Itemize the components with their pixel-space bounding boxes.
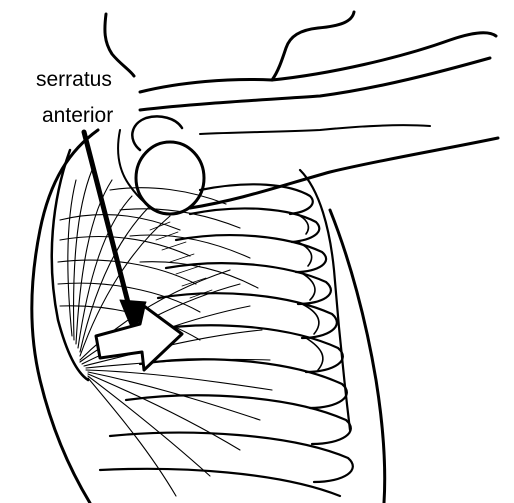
- arm-inner-contour: [200, 125, 430, 134]
- neck-contour-left: [105, 14, 134, 76]
- torso-outline-left: [32, 130, 98, 503]
- pointer-arrow-shaft: [84, 132, 132, 318]
- serratus-label-line-1: serratus: [36, 68, 112, 92]
- arm-lower-contour: [190, 138, 498, 208]
- shoulder-top-contour: [140, 33, 496, 92]
- torso-outline-left-inner: [52, 150, 88, 380]
- serratus-label-line-2: anterior: [42, 104, 113, 128]
- torso-outline-right: [330, 210, 385, 503]
- muscle-shading: [150, 222, 212, 298]
